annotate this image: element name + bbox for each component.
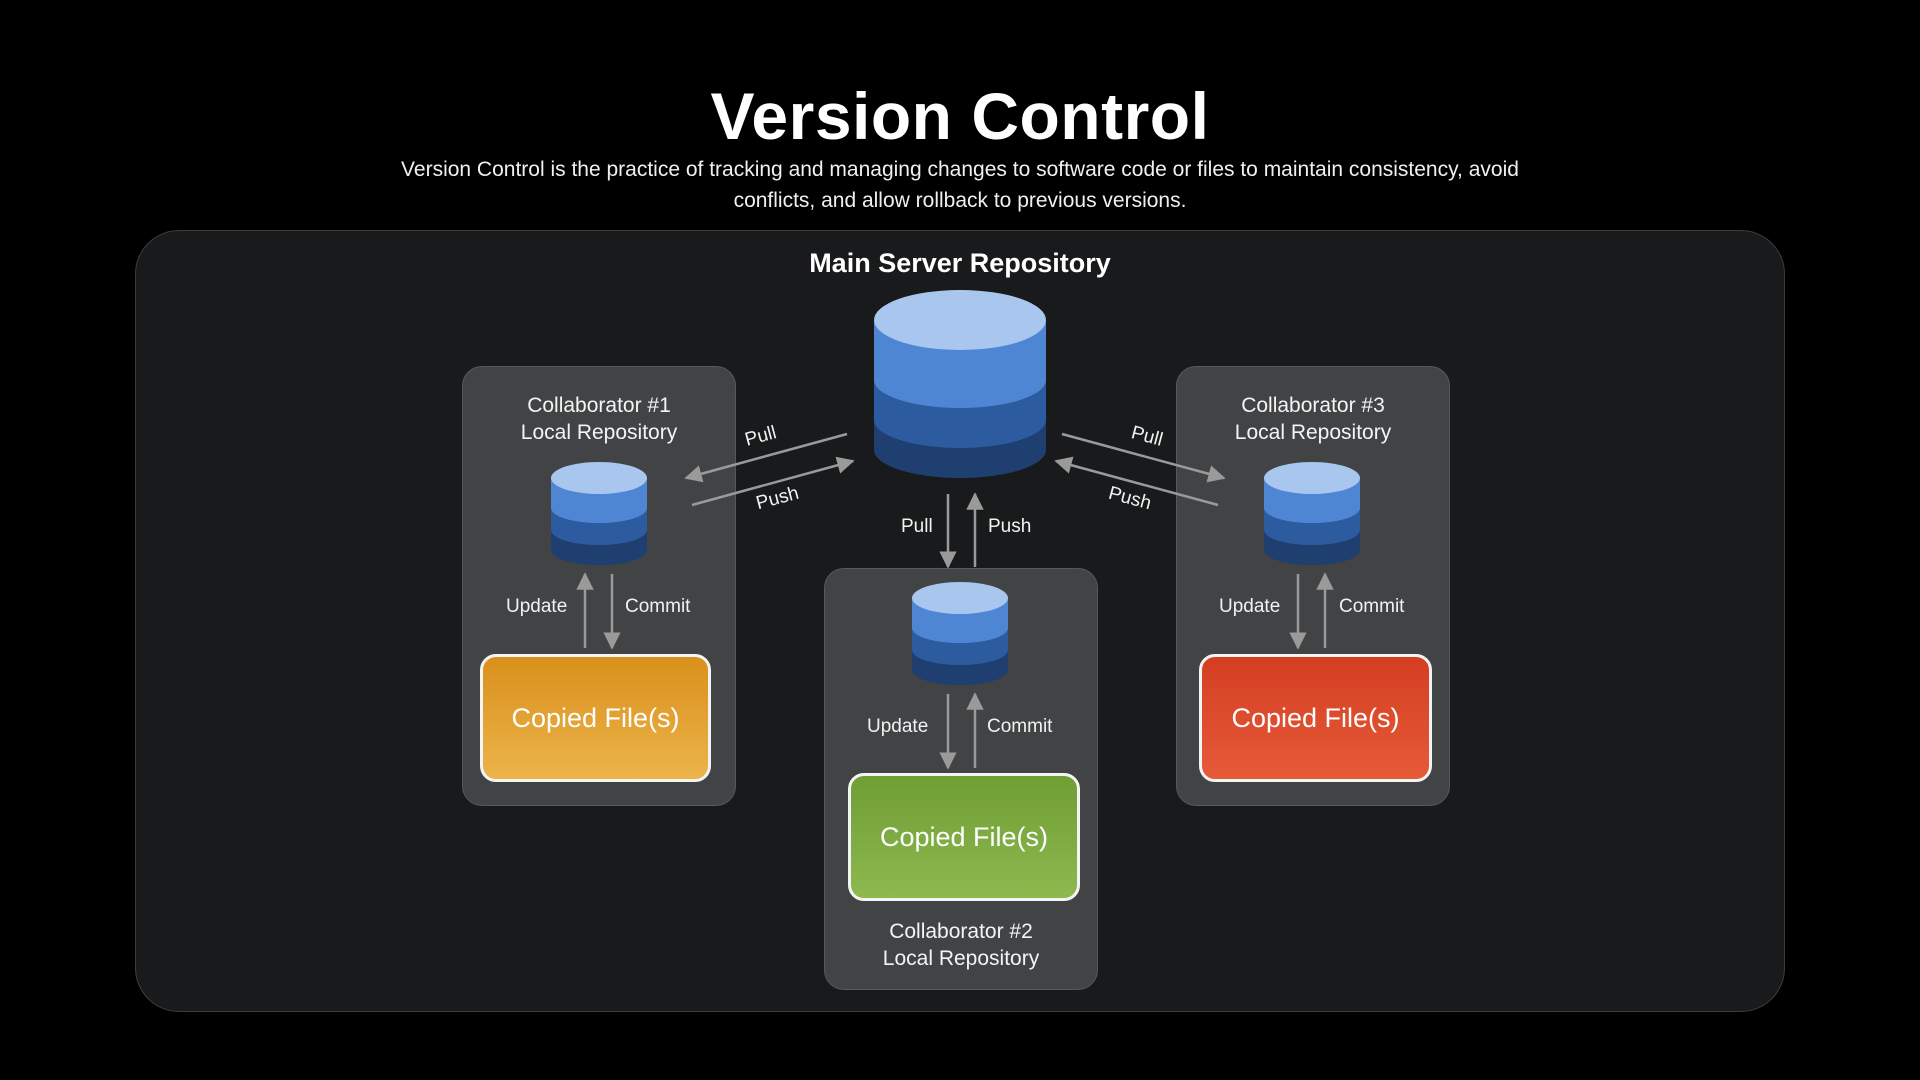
- pull-label-2: Pull: [901, 516, 933, 537]
- push-arrow-1: [691, 456, 855, 507]
- push-arrow-3: [1054, 456, 1219, 507]
- collaborator-3-files: Copied File(s): [1199, 654, 1432, 782]
- update-label-2: Update: [867, 716, 929, 737]
- collaborator-2-repo: Local Repository: [882, 947, 1040, 970]
- collaborator-1-label: Collaborator #1 Local Repository: [462, 392, 736, 446]
- collaborator-1-files: Copied File(s): [480, 654, 711, 782]
- collaborator-2-name: Collaborator #2: [889, 920, 1033, 943]
- page-title: Version Control: [710, 79, 1210, 153]
- pull-arrow-3: [1061, 432, 1226, 483]
- server-label: Main Server Repository: [809, 248, 1111, 278]
- collaborator-2-files: Copied File(s): [848, 773, 1080, 901]
- collaborator-2-database-icon: [912, 582, 1008, 685]
- commit-label-2: Commit: [987, 716, 1053, 737]
- update-label-1: Update: [506, 596, 568, 617]
- push-label-2: Push: [988, 516, 1032, 537]
- server-database-icon: [874, 290, 1046, 478]
- collaborator-3-repo: Local Repository: [1234, 421, 1392, 444]
- collaborator-1-name: Collaborator #1: [527, 394, 671, 417]
- pull-arrow-1: [684, 432, 848, 483]
- collaborator-3-label: Collaborator #3 Local Repository: [1176, 392, 1450, 446]
- collaborator-1-repo: Local Repository: [520, 421, 678, 444]
- collaborator-2-label: Collaborator #2 Local Repository: [824, 918, 1098, 972]
- commit-label-1: Commit: [625, 596, 691, 617]
- collaborator-3-name: Collaborator #3: [1241, 394, 1385, 417]
- collaborator-3-database-icon: [1264, 462, 1360, 565]
- update-label-3: Update: [1219, 596, 1281, 617]
- page-subtitle: Version Control is the practice of track…: [401, 158, 1519, 212]
- collaborator-1-database-icon: [551, 462, 647, 565]
- commit-label-3: Commit: [1339, 596, 1405, 617]
